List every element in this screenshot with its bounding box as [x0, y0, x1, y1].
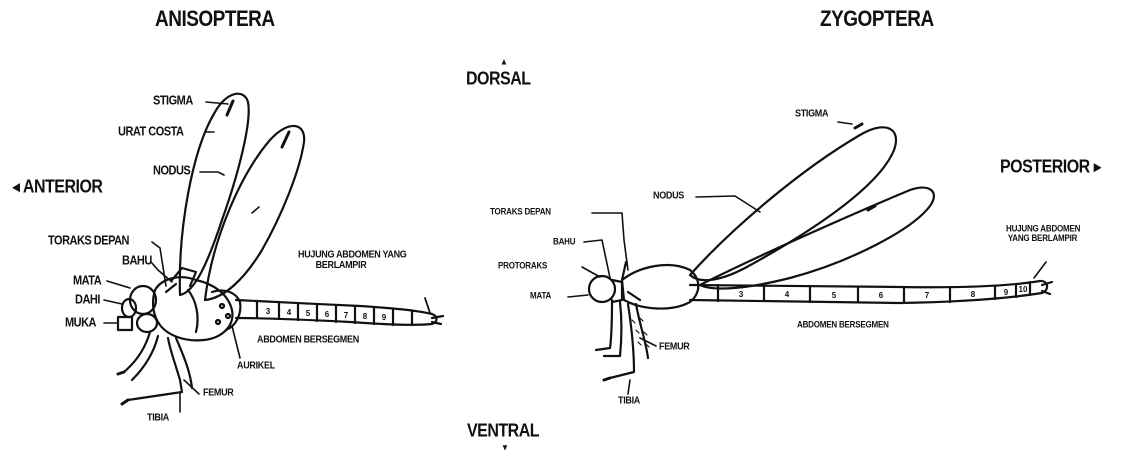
anisoptera-stigma-label: STIGMA: [153, 95, 193, 108]
zygoptera-stigma-label: STIGMA: [795, 108, 828, 118]
zygoptera-title: ZYGOPTERA: [820, 9, 934, 31]
anisoptera-nodus-label: NODUS: [153, 165, 190, 178]
zygoptera-nodus-label: NODUS: [653, 190, 684, 200]
anisoptera-bahu-label: BAHU: [122, 255, 152, 268]
anisoptera-mata-label: MATA: [73, 275, 101, 288]
anisoptera-forewing: [180, 94, 249, 295]
anisoptera-urat-costa-label: URAT COSTA: [118, 126, 183, 139]
anisoptera-segment-9: 9: [382, 313, 387, 322]
zygoptera-segment-3: 3: [739, 290, 744, 299]
anisoptera-segment-4: 4: [287, 308, 292, 317]
zygoptera-abdomen: [690, 281, 1047, 303]
anisoptera-abdomen-bersegmen-label: ABDOMEN BERSEGMEN: [257, 334, 359, 344]
ventral-arrow: ▼: [501, 443, 509, 452]
anisoptera-segment-6: 6: [325, 310, 330, 319]
anisoptera-segment-5: 5: [306, 309, 311, 318]
anisoptera-tibia-label: TIBIA: [147, 412, 169, 422]
zygoptera-segment-5: 5: [832, 291, 837, 300]
anisoptera-dahi-label: DAHI: [75, 294, 100, 307]
anisoptera-femur-label: FEMUR: [203, 387, 234, 397]
zygoptera-segment-10: 10: [1019, 285, 1028, 294]
zygoptera-segment-9: 9: [1004, 288, 1009, 297]
anisoptera-toraks-depan-label: TORAKS DEPAN: [48, 235, 129, 248]
zygoptera-mata-label: MATA: [530, 291, 551, 300]
zygoptera-segment-4: 4: [785, 290, 790, 299]
zygoptera-ujung-abdomen-label: HUJUNG ABDOMEN YANG BERLAMPIR: [1006, 225, 1080, 244]
dorsal-label: DORSAL: [466, 71, 531, 89]
anisoptera-ujung-abdomen-label: HUJUNG ABDOMEN YANG BERLAMPIR: [298, 250, 406, 272]
zygoptera-forewing: [690, 127, 896, 280]
dorsal-arrow: ▲: [500, 57, 508, 66]
zygoptera-bahu-label: BAHU: [553, 237, 575, 246]
zygoptera-abdomen-bersegmen-label: ABDOMEN BERSEGMEN: [797, 320, 889, 329]
anisoptera-segment-7: 7: [344, 311, 349, 320]
anisoptera-aurikel-label: AURIKEL: [237, 360, 275, 370]
zygoptera-segment-8: 8: [971, 290, 976, 299]
anisoptera-hindwing: [205, 126, 304, 300]
zygoptera-legs: [596, 300, 648, 378]
zygoptera-toraks-depan-label: TORAKS DEPAN: [490, 207, 551, 216]
anisoptera-segment-8: 8: [363, 312, 368, 321]
zygoptera-thorax: [622, 265, 698, 309]
anisoptera-segment-3: 3: [266, 307, 271, 316]
ventral-label: VENTRAL: [467, 423, 539, 441]
zygoptera-segment-6: 6: [879, 291, 884, 300]
anisoptera-title: ANISOPTERA: [155, 9, 275, 31]
anisoptera-legs: [124, 332, 192, 400]
anisoptera-face: [118, 317, 132, 330]
zygoptera-femur-label: FEMUR: [659, 341, 690, 351]
zygoptera-segment-7: 7: [925, 291, 930, 300]
zygoptera-tibia-label: TIBIA: [618, 395, 640, 405]
anterior-label: ◂ ANTERIOR: [12, 179, 102, 197]
anisoptera-muka-label: MUKA: [65, 317, 96, 330]
zygoptera-protoraks-label: PROTORAKS: [498, 261, 547, 270]
posterior-label: POSTERIOR ▸: [1000, 159, 1101, 177]
